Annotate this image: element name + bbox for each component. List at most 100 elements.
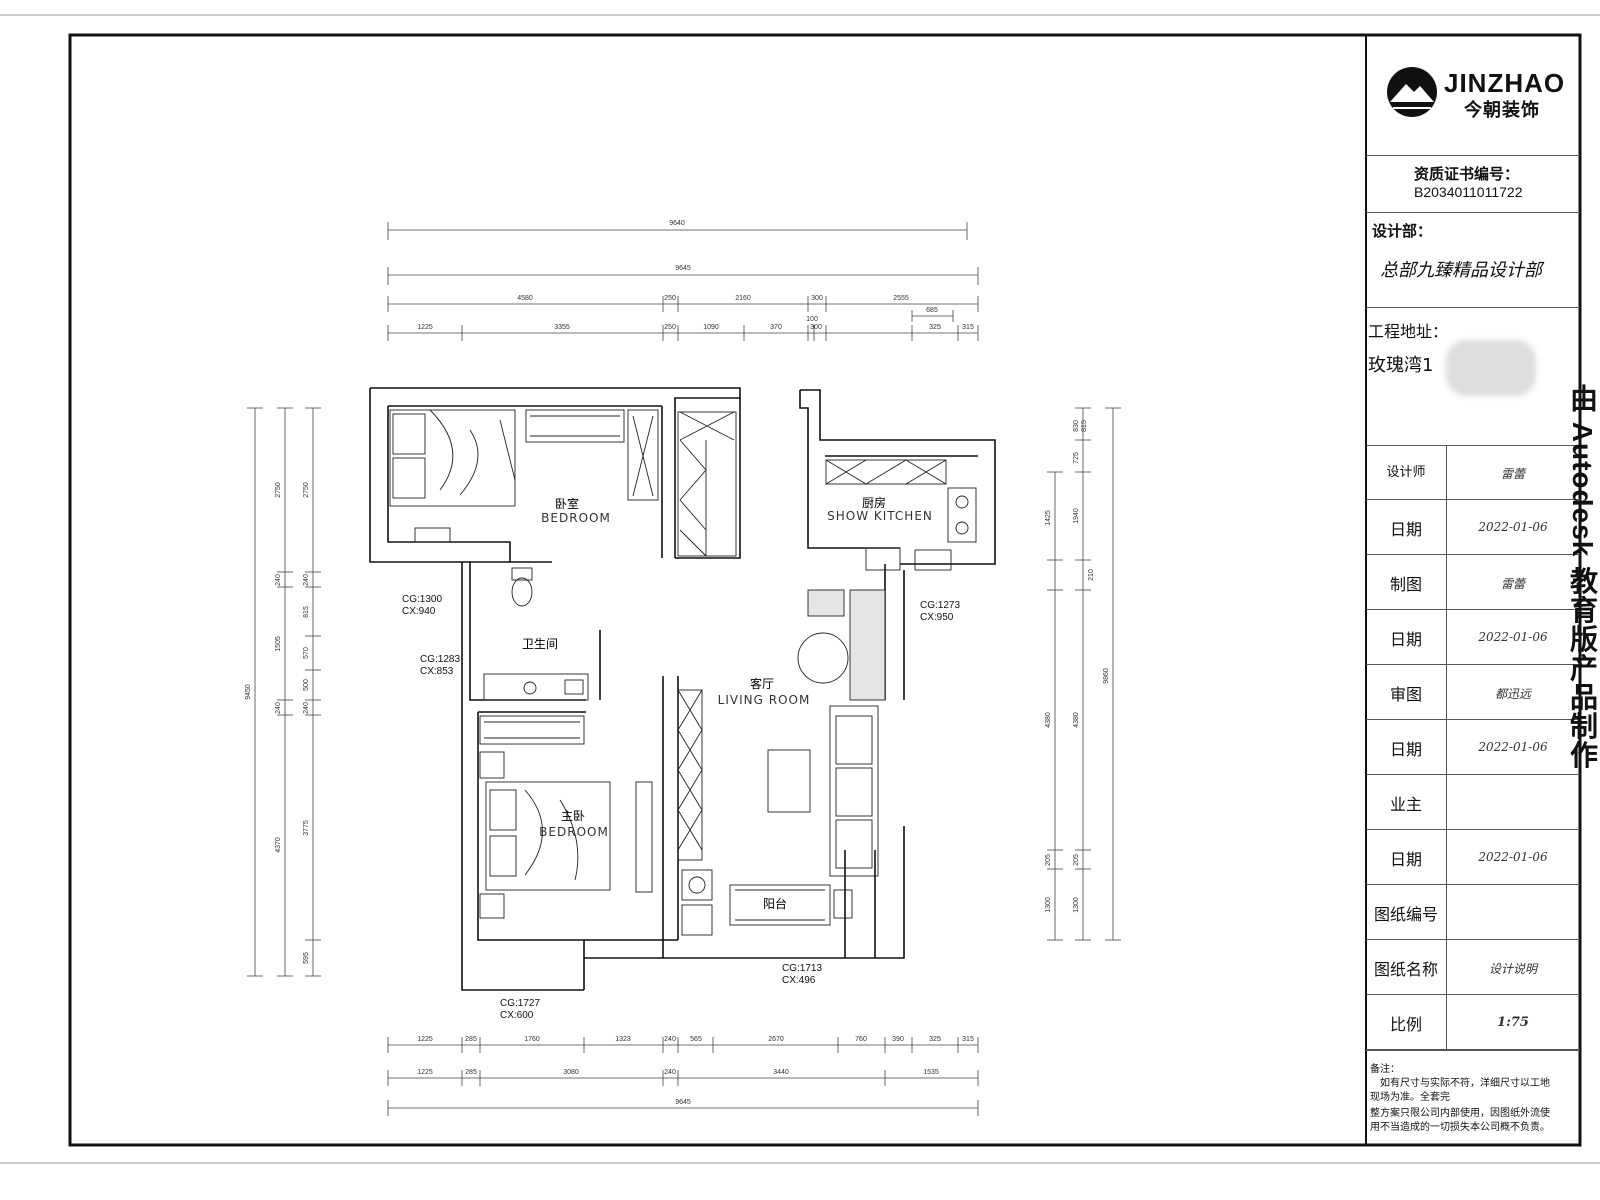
titleblock-row-label: 图纸编号 (1373, 905, 1438, 924)
dim-left-in-4: 500 (303, 679, 310, 691)
titleblock-row: 制图雷蕾 (1366, 555, 1580, 610)
label-master-en: BEDROOM (539, 825, 609, 839)
titleblock-row: 图纸名称设计说明 (1366, 940, 1580, 995)
dim-bot-r1-0: 1225 (417, 1036, 433, 1043)
dim-bot-r2-3: 240 (664, 1069, 676, 1076)
titleblock-row-label: 业主 (1389, 795, 1422, 814)
dim-bot-r1-7: 760 (855, 1036, 867, 1043)
logo-brand: JINZHAO (1444, 68, 1566, 98)
kitchen-sink (865, 547, 901, 571)
dim-right-mid-6: 205 (1073, 854, 1080, 866)
dining-counter-right (849, 589, 886, 701)
dim-right-mid-2: 725 (1073, 452, 1080, 464)
titleblock-row-value: 2022-01-06 (1478, 740, 1548, 754)
column-cabinet (677, 411, 737, 557)
titleblock-row-label: 日期 (1389, 630, 1422, 649)
titleblock-row-value: 2022-01-06 (1478, 520, 1548, 534)
dim-top-r4-3: 1090 (703, 324, 719, 331)
label-kitchen-cn: 厨房 (862, 495, 886, 510)
right-dimensions (1047, 407, 1121, 941)
cert-number: B2034011011722 (1414, 184, 1523, 200)
label-bathroom-cn: 卫生间 (522, 637, 558, 651)
dim-bot-overall: 9645 (675, 1099, 691, 1106)
notes-line2: 现场为准。全套完 (1370, 1092, 1450, 1103)
address-redaction (1446, 340, 1536, 396)
left-dimensions (247, 407, 321, 977)
jinzhao-logo-icon (1387, 67, 1437, 117)
dim-right-mid-0: 830 (1073, 420, 1080, 432)
dim-right-in-7: 205 (1045, 854, 1052, 866)
bedroom-wardrobe (525, 409, 625, 443)
furniture (389, 409, 977, 936)
top-dimensions (387, 222, 979, 341)
dim-bot-r1-10: 315 (962, 1036, 974, 1043)
dim-left-in-5: 240 (303, 702, 310, 714)
dim-left-in-7: 595 (303, 952, 310, 964)
notes-line4: 用不当造成的一切损失本公司概不负责。 (1370, 1122, 1550, 1133)
top-dimension-labels: 9640 9645 4580 250 2160 300 2555 685 122… (417, 220, 974, 331)
dim-top-r4-0: 1225 (417, 324, 433, 331)
titleblock-grid (1366, 445, 1580, 1055)
bottom-dimensions (387, 1037, 979, 1116)
dining-table (797, 632, 849, 684)
dim-bot-r2-0: 1225 (417, 1069, 433, 1076)
dim-right-mid-1: 815 (1081, 420, 1088, 432)
dim-left-in-0: 2750 (303, 482, 310, 498)
drawing-frame (68, 33, 1582, 1147)
dim-bot-r2-5: 1535 (923, 1069, 939, 1076)
dim-left-in-1: 240 (303, 574, 310, 586)
dim-top-r3-2: 2160 (735, 295, 751, 302)
dim-top-r4-5: 100 (806, 316, 818, 323)
dim-top-r4-2: 250 (664, 324, 676, 331)
dim-bot-r1-8: 390 (892, 1036, 904, 1043)
right-dimension-labels: 1425 210 4380 205 1300 830 815 725 1940 … (1045, 420, 1110, 913)
dim-bot-r2-4: 3440 (773, 1069, 789, 1076)
titleblock-row-label: 审图 (1389, 685, 1422, 704)
dim-left-mid-0: 2750 (275, 482, 282, 498)
master-wardrobe (479, 715, 585, 745)
address-label: 工程地址： (1368, 322, 1449, 341)
living-cabinet (677, 689, 703, 861)
living-sofa (829, 705, 879, 877)
titleblock-row-value: 都迅远 (1494, 687, 1531, 701)
dim-top-r3-1: 250 (664, 295, 676, 302)
design-dept-value: 总部九臻精品设计部 (1380, 260, 1542, 281)
titleblock-row: 设计师雷蕾 (1366, 445, 1580, 500)
dim-top-r3-4: 2555 (893, 295, 909, 302)
dim-right-mid-7: 1300 (1073, 897, 1080, 913)
address-value: 玫瑰湾1 (1368, 355, 1434, 376)
label-living-en: LIVING ROOM (718, 693, 811, 707)
dim-left-in-3: 570 (303, 647, 310, 659)
dim-bot-r1-2: 1760 (524, 1036, 540, 1043)
titleblock-row-label: 日期 (1389, 740, 1422, 759)
titleblock-row: 日期 2022-01-06 (1366, 720, 1580, 775)
toilet (511, 567, 533, 581)
dim-right-mid-3: 1940 (1073, 508, 1080, 524)
titleblock-row: 审图 都迅远 (1366, 665, 1580, 720)
dim-top-r4-6: 300 (810, 324, 822, 331)
titleblock-row-value: 2022-01-06 (1478, 850, 1548, 864)
titleblock-row: 业主 (1366, 775, 1580, 830)
dim-top-r4-7: 325 (929, 324, 941, 331)
dim-right-in-5: 210 (1088, 569, 1095, 581)
dim-left-mid-4: 4370 (275, 837, 282, 853)
bedroom-desk (414, 527, 451, 543)
dining-counter-left (807, 589, 845, 617)
label-bedroom-en: BEDROOM (541, 511, 611, 525)
dim-bot-r2-1: 285 (465, 1069, 477, 1076)
titleblock-row-value: 雷蕾 (1500, 577, 1525, 591)
dim-bot-r1-5: 565 (690, 1036, 702, 1043)
master-tv-cabinet (635, 781, 653, 893)
titleblock-row: 图纸编号 (1366, 885, 1580, 940)
dim-left-mid-2: 1505 (275, 636, 282, 652)
titleblock-row-label: 日期 (1389, 850, 1422, 869)
titleblock-row-value: 雷蕾 (1500, 467, 1525, 481)
dim-top-r4-1: 3355 (554, 324, 570, 331)
notes-line3: 整方案只限公司内部使用，因图纸外流使 (1370, 1108, 1550, 1119)
titleblock-row-value: 1:75 (1497, 1015, 1529, 1030)
design-dept-label: 设计部： (1372, 222, 1433, 240)
